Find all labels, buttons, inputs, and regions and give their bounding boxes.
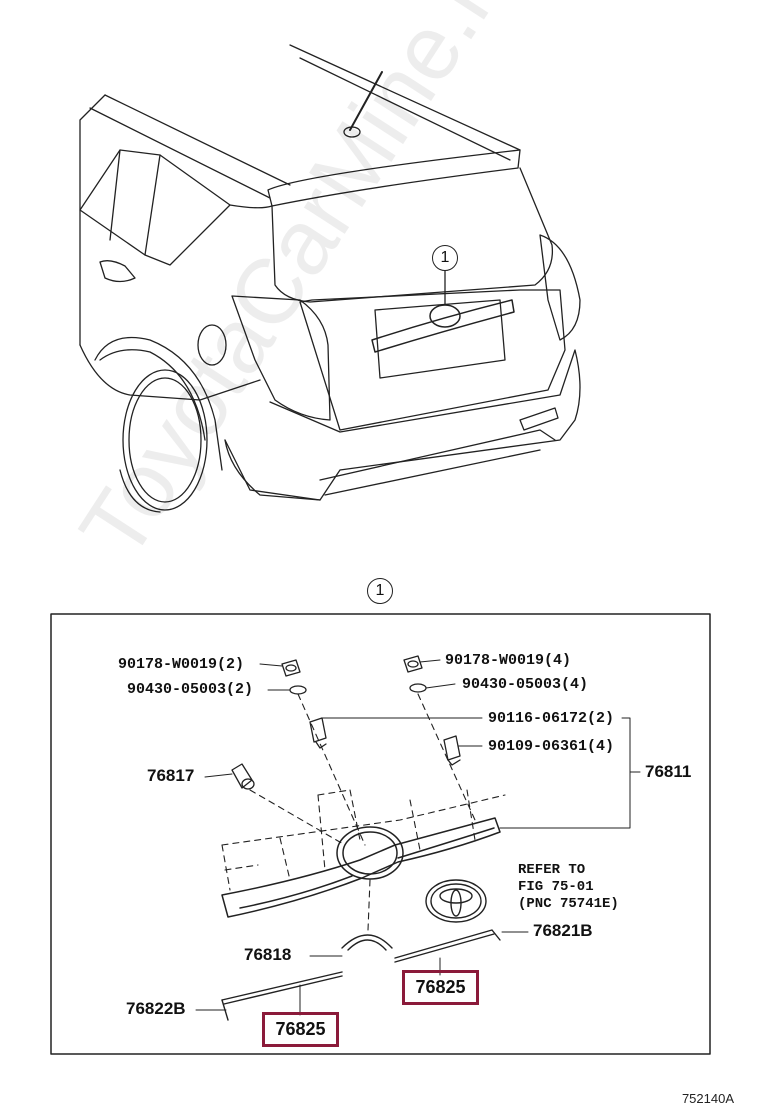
nut-right-shape [403, 655, 423, 673]
reference-line-2: FIG 75-01 [518, 879, 594, 895]
detail-frame [50, 613, 711, 1055]
label-emblem-base: 76818 [244, 945, 292, 964]
label-washer-right: 90430-05003(4) [462, 676, 589, 693]
washer-right-shape [409, 683, 427, 693]
bolt-right-shape [443, 735, 461, 766]
highlighted-part-tape-left[interactable]: 76825 [262, 1012, 339, 1047]
label-washer-left: 90430-05003(2) [127, 681, 254, 698]
label-moulding-left: 76822B [126, 999, 186, 1018]
reference-line-1: REFER TO [518, 862, 586, 878]
assembly-guides [221, 693, 506, 931]
label-nut-left: 90178-W0019(2) [118, 656, 245, 673]
callout-1-vehicle: 1 [432, 245, 458, 271]
emblem-base-shape [341, 934, 393, 951]
reference-note: REFER TO FIG 75-01 (PNC 75741E) [518, 862, 619, 913]
nut-left-shape [281, 659, 301, 677]
highlighted-part-tape-right[interactable]: 76825 [402, 970, 479, 1005]
figure-code: 752140A [681, 1091, 734, 1106]
label-bolt-right: 90109-06361(4) [488, 738, 615, 755]
toyota-emblem-shape [425, 879, 487, 923]
label-nut-right: 90178-W0019(4) [445, 652, 572, 669]
moulding-left-shape [221, 971, 343, 1021]
clip-shape [231, 763, 255, 790]
stud-left-shape [309, 717, 361, 749]
leader-lines [195, 659, 641, 1016]
label-garnish-assy: 76811 [645, 762, 692, 781]
label-moulding-right: 76821B [533, 921, 593, 940]
callout-1-detail: 1 [367, 578, 393, 604]
label-clip: 76817 [147, 766, 195, 785]
moulding-right-shape [394, 929, 501, 963]
reference-line-3: (PNC 75741E) [518, 896, 619, 912]
label-stud-left: 90116-06172(2) [488, 710, 615, 727]
license-garnish-shape [221, 817, 501, 918]
vehicle-rear-view [79, 44, 581, 513]
washer-left-shape [289, 685, 307, 695]
